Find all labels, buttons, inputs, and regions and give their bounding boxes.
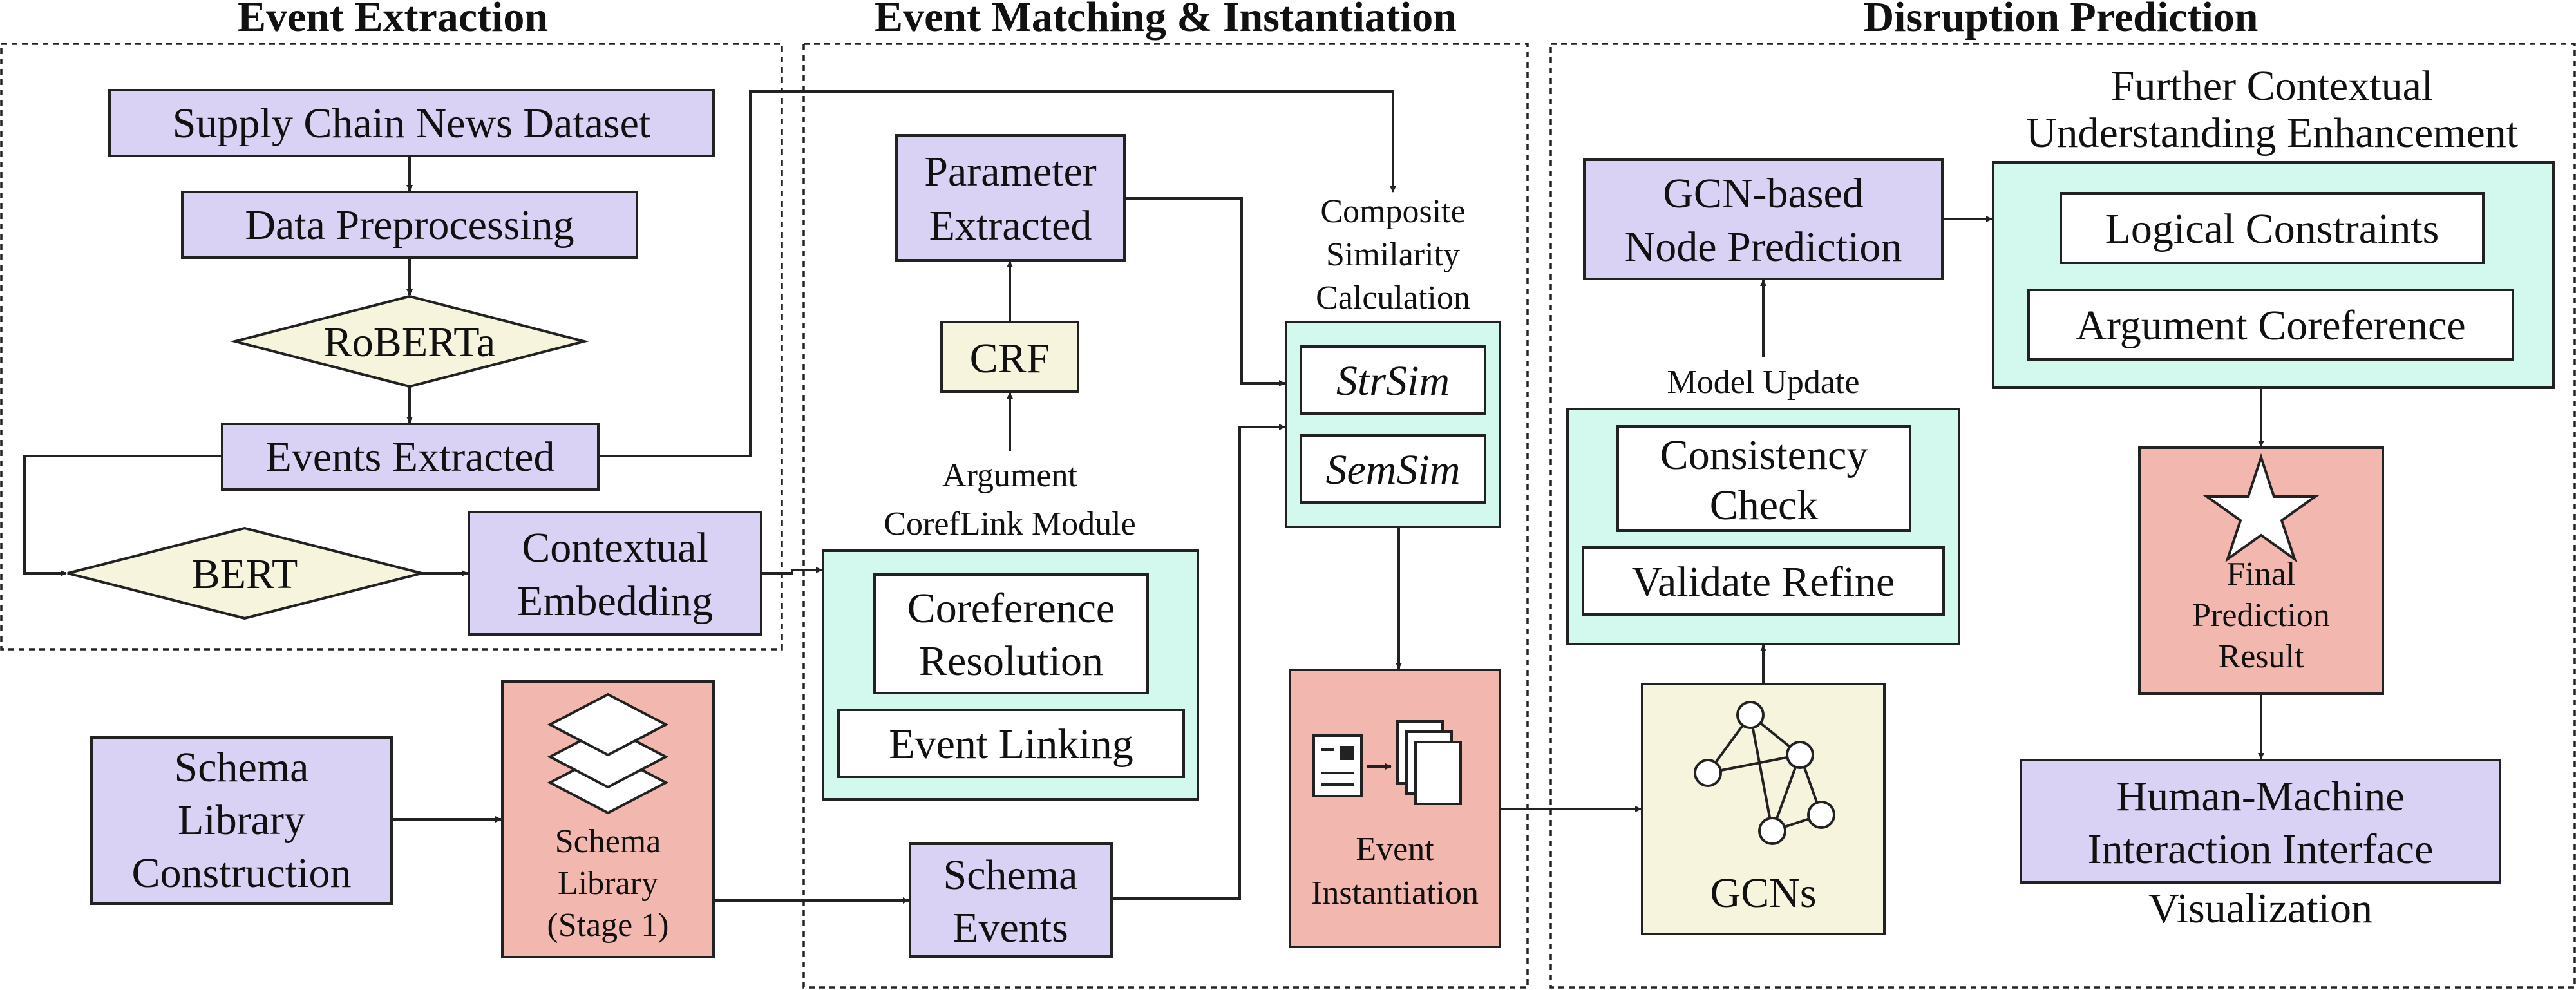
event-instantiation-box: Event Instantiation (1289, 669, 1501, 948)
svg-text:GCNs: GCNs (1710, 870, 1816, 917)
arrow-parameter-to-strsim (1124, 197, 1285, 386)
coreference-resolution-box: Coreference Resolution (873, 573, 1149, 694)
svg-text:Human-Machine: Human-Machine (2116, 773, 2404, 820)
svg-text:Argument Coreference: Argument Coreference (2076, 302, 2465, 349)
consistency-check-box: Consistency Check (1616, 425, 1911, 532)
svg-text:Embedding: Embedding (517, 578, 713, 625)
argument-coreference-box: Argument Coreference (2027, 289, 2514, 361)
svg-text:Event: Event (1356, 831, 1434, 868)
supply-chain-news-dataset-box: Supply Chain News Dataset (108, 89, 715, 157)
svg-text:Interaction Interface: Interaction Interface (2088, 826, 2434, 873)
bert-diamond: BERT (67, 526, 422, 620)
coreflink-module-label: Argument (942, 457, 1077, 494)
layers-icon (547, 692, 669, 815)
further-contextual-label: Further Contextual (2111, 62, 2433, 109)
roberta-diamond: RoBERTa (230, 294, 589, 388)
svg-text:Parameter: Parameter (924, 148, 1097, 195)
svg-text:Schema: Schema (175, 744, 309, 791)
model-update-label: Model Update (1667, 364, 1860, 401)
svg-text:Contextual: Contextual (522, 524, 708, 571)
crf-box: CRF (940, 321, 1079, 393)
heading-event-matching: Event Matching & Instantiation (875, 0, 1457, 41)
parameter-extracted-box: Parameter Extracted (895, 134, 1126, 262)
coreflink-module-label-line2: CorefLink Module (884, 506, 1135, 542)
heading-event-extraction: Event Extraction (238, 0, 548, 41)
svg-text:Logical Constraints: Logical Constraints (2105, 205, 2439, 252)
svg-text:CRF: CRF (970, 335, 1050, 382)
visualization-label: Visualization (2148, 885, 2372, 932)
svg-text:Final: Final (2227, 556, 2296, 593)
svg-text:Validate Refine: Validate Refine (1632, 558, 1895, 605)
arrow-events-to-bert (23, 455, 222, 576)
documents-icon (1312, 720, 1462, 805)
schema-library-stage1-box: Schema Library (Stage 1) (501, 680, 715, 958)
semsim-box: SemSim (1300, 434, 1486, 504)
composite-similarity-label-line3: Calculation (1316, 280, 1470, 316)
event-linking-box: Event Linking (837, 709, 1185, 778)
composite-similarity-box: StrSim SemSim (1285, 321, 1501, 528)
svg-text:Schema: Schema (943, 852, 1078, 899)
svg-text:Supply Chain News Dataset: Supply Chain News Dataset (173, 100, 650, 147)
connectors (23, 90, 2264, 904)
schema-library-construction-box: Schema Library Construction (90, 736, 393, 905)
arrow-events-to-composite (598, 90, 1396, 457)
composite-similarity-label: Composite (1320, 193, 1465, 230)
gcn-node-prediction-box: GCN-based Node Prediction (1583, 158, 1944, 280)
coreflink-module-box: Coreference Resolution Event Linking (822, 549, 1199, 801)
svg-text:Events: Events (952, 904, 1068, 951)
arrow-embedding-to-coreflink (761, 567, 822, 575)
event-matching-frame (802, 43, 1529, 989)
svg-text:SemSim: SemSim (1326, 446, 1461, 493)
schema-events-box: Schema Events (909, 842, 1113, 958)
svg-text:Resolution: Resolution (919, 638, 1103, 685)
svg-text:Construction: Construction (132, 850, 352, 897)
heading-disruption-prediction: Disruption Prediction (1864, 0, 2259, 41)
model-update-box: Consistency Check Validate Refine (1566, 408, 1960, 645)
svg-text:Coreference: Coreference (907, 585, 1115, 632)
validate-refine-box: Validate Refine (1582, 546, 1945, 616)
svg-text:Library: Library (558, 865, 658, 902)
event-extraction-frame (0, 43, 783, 651)
svg-text:Extracted: Extracted (929, 202, 1092, 249)
arrow-schema-events-to-semsim (1112, 424, 1285, 900)
final-prediction-result-box: Final Prediction Result (2138, 446, 2384, 695)
further-contextual-box: Logical Constraints Argument Coreference (1992, 161, 2555, 389)
svg-text:GCN-based: GCN-based (1663, 170, 1864, 217)
svg-text:BERT: BERT (192, 551, 298, 598)
svg-text:Node Prediction: Node Prediction (1625, 224, 1902, 271)
gcns-box: GCNs (1641, 683, 1886, 935)
logical-constraints-box: Logical Constraints (2060, 192, 2485, 264)
svg-text:Result: Result (2219, 638, 2304, 675)
human-machine-interface-box: Human-Machine Interaction Interface (2020, 759, 2501, 884)
svg-text:Library: Library (178, 797, 305, 844)
data-preprocessing-box: Data Preprocessing (181, 191, 638, 259)
star-icon (2202, 453, 2320, 563)
svg-text:Event Linking: Event Linking (889, 721, 1133, 768)
svg-text:StrSim: StrSim (1336, 357, 1450, 405)
graph-icon (1694, 701, 1835, 845)
events-extracted-box: Events Extracted (221, 423, 600, 491)
svg-text:Schema: Schema (555, 823, 661, 860)
further-contextual-label-line2: Understanding Enhancement (2026, 109, 2518, 157)
svg-text:Data Preprocessing: Data Preprocessing (245, 202, 574, 249)
composite-similarity-label-line2: Similarity (1326, 236, 1460, 273)
svg-text:(Stage 1): (Stage 1) (547, 907, 668, 944)
strsim-box: StrSim (1300, 345, 1486, 415)
disruption-prediction-frame (1549, 43, 2576, 989)
svg-text:Events Extracted: Events Extracted (266, 433, 555, 481)
svg-text:Check: Check (1710, 482, 1819, 529)
svg-text:Consistency: Consistency (1660, 432, 1868, 479)
svg-text:RoBERTa: RoBERTa (324, 319, 495, 366)
svg-text:Prediction: Prediction (2192, 597, 2330, 634)
svg-text:Instantiation: Instantiation (1311, 875, 1479, 911)
contextual-embedding-box: Contextual Embedding (468, 511, 762, 636)
